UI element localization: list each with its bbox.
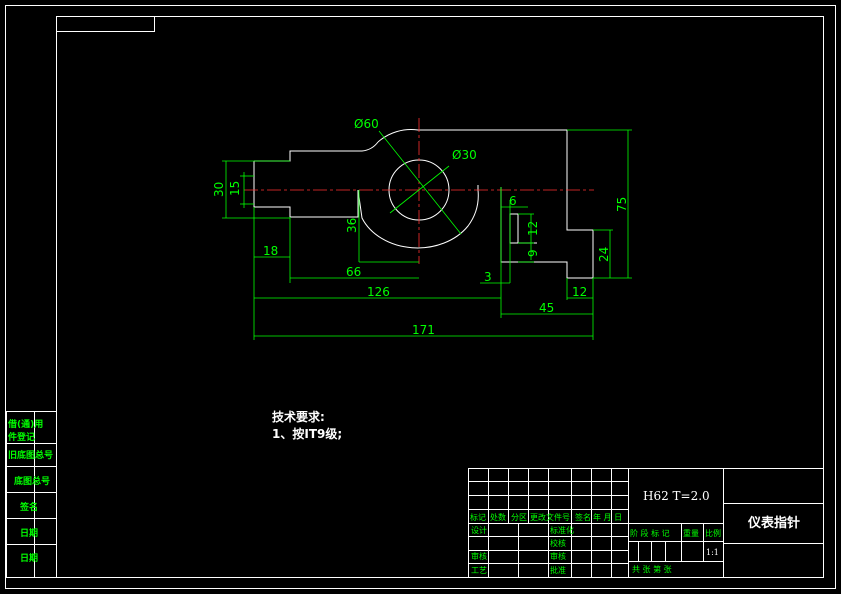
label-standardize: 标准化 (550, 525, 574, 535)
center-lines (244, 118, 594, 264)
label-audit: 审核 (550, 551, 566, 561)
header-zone: 分区 (511, 513, 527, 522)
outer-border (5, 5, 836, 589)
notes-line-1: 1、按IT9级; (272, 426, 342, 441)
side-label-signature: 签名 (19, 501, 38, 513)
dim-w3: 3 (484, 270, 492, 284)
dim-h36: 36 (345, 218, 359, 233)
part-outline (253, 129, 594, 279)
corner-box (56, 16, 155, 32)
dim-w18: 18 (263, 244, 278, 258)
dim-h15: 15 (228, 181, 242, 196)
label-process: 工艺 (471, 566, 487, 575)
header-stage: 阶 段 标 记 (630, 528, 670, 538)
side-label-borrow: 借(通)用 (7, 418, 43, 430)
dim-w66: 66 (346, 265, 361, 279)
part-name: 仪表指针 (747, 515, 800, 531)
header-mark: 标记 (470, 512, 486, 522)
header-change-doc: 更改文件号 (530, 512, 570, 522)
dim-h12: 12 (526, 221, 540, 236)
sheet-count: 共 张 第 张 (632, 564, 672, 574)
dim-d30: Ø30 (452, 148, 477, 162)
dim-d60: Ø60 (354, 117, 379, 131)
notes-title: 技术要求: (272, 409, 325, 424)
side-label-date-2: 日期 (20, 552, 38, 564)
header-count: 处数 (490, 512, 506, 522)
dim-w6: 6 (509, 194, 517, 208)
label-design: 设计 (471, 525, 487, 535)
dim-w171: 171 (412, 323, 435, 337)
scale-value: 1:1 (706, 548, 719, 557)
label-check: 校核 (550, 538, 566, 548)
side-table: 借(通)用 件登记 旧底图总号 底图总号 签名 日期 日期 (6, 411, 57, 578)
inner-border (56, 16, 824, 578)
dim-w126: 126 (367, 285, 390, 299)
dim-h75: 75 (615, 197, 629, 212)
title-block: H62 T=2.0 仪表指针 标记 处数 分区 更改文件号 签名 年 月 日 设… (468, 468, 824, 578)
dimension-lines (222, 129, 632, 340)
material-label: H62 T=2.0 (643, 489, 710, 503)
side-label-drawing-no: 底图总号 (14, 475, 50, 487)
header-date: 年 月 日 (593, 512, 622, 522)
dim-w12: 12 (572, 285, 587, 299)
label-review: 审核 (471, 551, 487, 561)
header-weight: 重量 (683, 528, 699, 538)
header-signature: 签名 (575, 512, 591, 522)
header-scale: 比例 (705, 528, 721, 538)
side-label-date-1: 日期 (20, 527, 38, 539)
side-label-old-drawing-no: 旧底图总号 (8, 449, 53, 461)
dim-h9: 9 (526, 249, 540, 257)
dim-h30: 30 (212, 182, 226, 197)
dim-w45: 45 (539, 301, 554, 315)
dim-h24: 24 (597, 247, 611, 262)
side-label-register: 件登记 (8, 431, 35, 443)
label-approve: 批准 (550, 565, 566, 575)
